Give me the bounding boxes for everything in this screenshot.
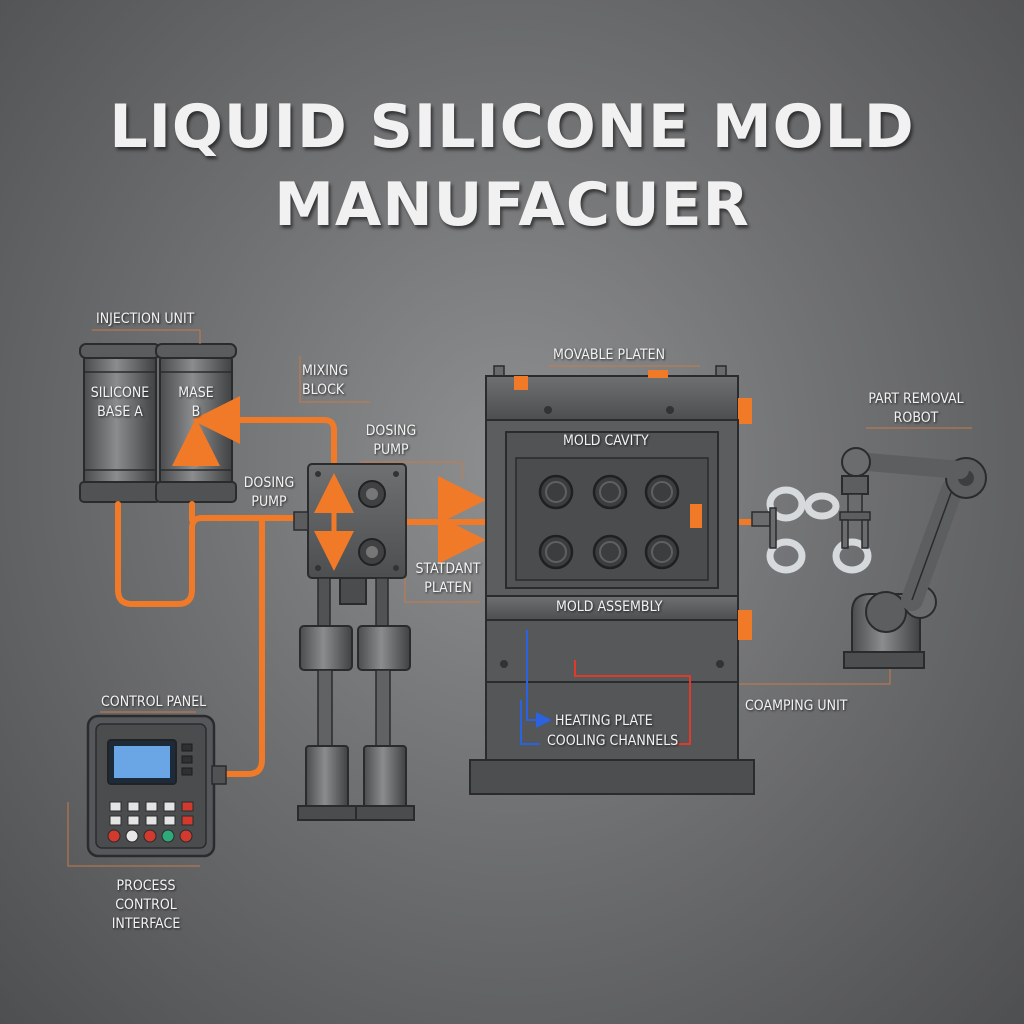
label-dosing-pump-right: DOSING PUMP xyxy=(360,422,422,460)
label-dosing-pump-right-line2: PUMP xyxy=(373,442,409,458)
label-tank-b-line1: MASE xyxy=(178,385,214,401)
molded-parts xyxy=(766,486,872,574)
label-dosing-pump-left: DOSING PUMP xyxy=(238,474,300,512)
label-heating-plate: HEATING PLATE xyxy=(555,713,653,729)
label-stationary-platen-line1: STATDANT xyxy=(415,561,481,577)
label-tank-b: MASE B xyxy=(160,384,232,422)
label-process-line3: INTERFACE xyxy=(111,916,181,932)
label-stationary-platen: STATDANT PLATEN xyxy=(410,560,486,598)
title-line-2: MANUFACUER xyxy=(274,170,750,240)
label-mixing-block-line1: MIXING xyxy=(302,363,349,379)
label-dosing-pump-left-line2: PUMP xyxy=(251,494,287,510)
label-movable-platen: MOVABLE PLATEN xyxy=(553,347,665,363)
label-dosing-pump-left-line1: DOSING xyxy=(243,475,295,491)
label-mold-cavity: MOLD CAVITY xyxy=(563,433,649,449)
label-process-line2: CONTROL xyxy=(115,897,177,913)
label-part-removal-robot: PART REMOVAL ROBOT xyxy=(854,390,978,428)
tank-silicone-base-a xyxy=(79,343,161,503)
label-mixing-block-line2: BLOCK xyxy=(302,382,345,398)
label-tank-a-line2: BASE A xyxy=(97,404,143,420)
control-panel xyxy=(86,714,227,858)
part-removal-robot xyxy=(839,447,987,669)
label-tank-a: SILICONE BASE A xyxy=(84,384,156,422)
label-dosing-pump-right-line1: DOSING xyxy=(365,423,417,439)
label-stationary-platen-line2: PLATEN xyxy=(424,580,472,596)
title-line-1: LIQUID SILICONE MOLD xyxy=(109,92,915,162)
label-mold-assembly: MOLD ASSEMBLY xyxy=(556,599,663,615)
gripper-left xyxy=(751,507,777,549)
label-tank-a-line1: SILICONE xyxy=(90,385,150,401)
label-clamping-unit: COAMPING UNIT xyxy=(745,698,848,714)
label-mixing-block: MIXING BLOCK xyxy=(302,362,348,400)
dosing-pump-cylinders xyxy=(297,577,415,821)
molding-press xyxy=(469,365,755,795)
leader-lines xyxy=(67,329,972,867)
label-process-line1: PROCESS xyxy=(116,878,176,894)
label-cooling-channels: COOLING CHANNELS xyxy=(547,733,679,749)
label-injection-unit: INJECTION UNIT xyxy=(96,311,195,327)
label-part-removal-line2: ROBOT xyxy=(893,410,939,426)
mixing-block xyxy=(293,463,407,605)
label-control-panel: CONTROL PANEL xyxy=(101,694,207,710)
label-tank-b-line2: B xyxy=(191,404,201,420)
label-part-removal-line1: PART REMOVAL xyxy=(868,391,964,407)
label-process-control-interface: PROCESS CONTROL INTERFACE xyxy=(96,877,196,934)
